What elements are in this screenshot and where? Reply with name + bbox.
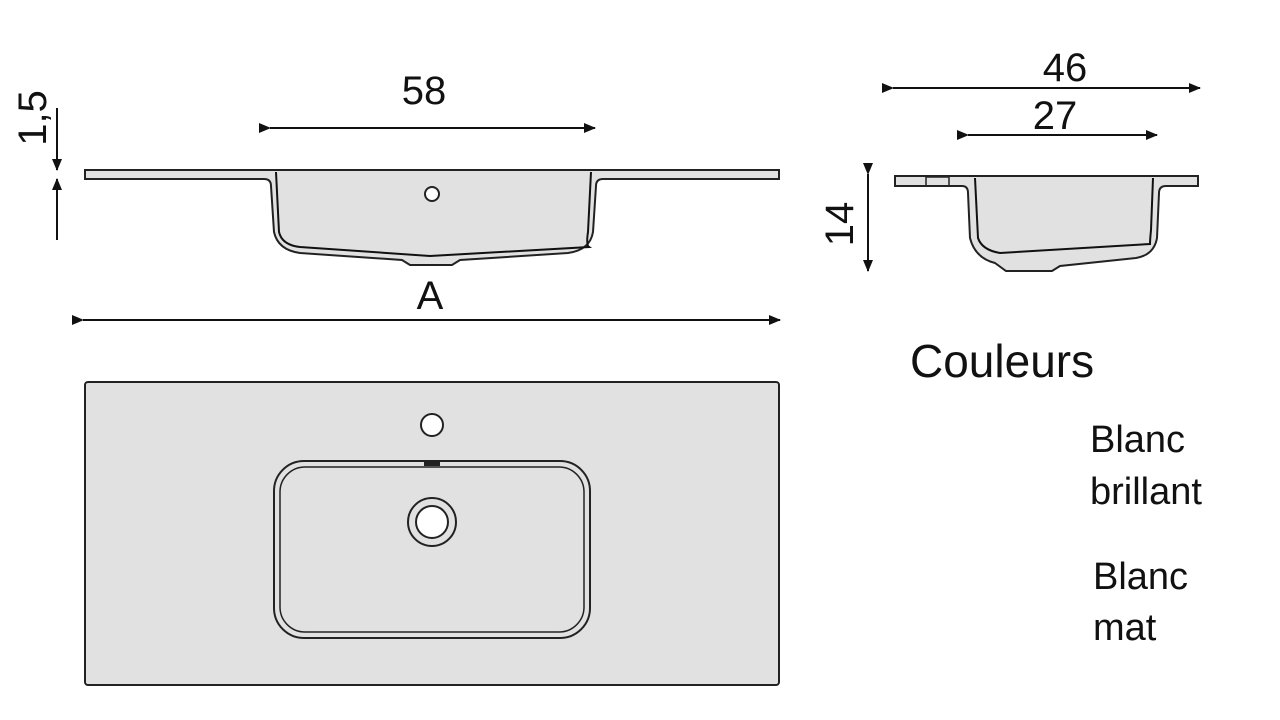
color-option-line1: Blanc [1093,556,1189,598]
side-view-section: 46 27 14 [818,46,1201,272]
color-option-line1: Blanc [1090,419,1186,461]
tap-hole-icon [424,186,440,202]
basin-outline [273,460,591,639]
overall-width-label: A [417,274,444,318]
tap-hole-top-icon [420,413,444,437]
top-view-section [84,381,780,686]
color-option-line2: brillant [1090,471,1202,513]
front-view-section: 58 1,5 A [11,69,781,325]
height-label: 14 [818,202,862,247]
colors-title: Couleurs [910,335,1095,387]
color-option-line2: mat [1093,607,1157,649]
overflow-icon [424,461,440,466]
basin-depth-label: 27 [1033,94,1078,138]
width-label: 58 [402,69,447,113]
thickness-label: 1,5 [11,90,55,146]
depth-label: 46 [1043,46,1088,90]
